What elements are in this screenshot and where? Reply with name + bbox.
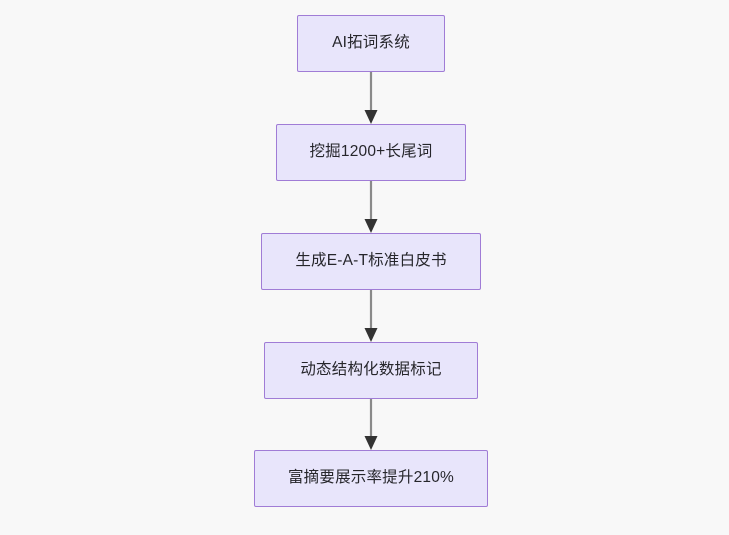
flow-node-rich-snippet-impression-uplift[interactable]: 富摘要展示率提升210% <box>254 450 488 507</box>
flow-node-label: 动态结构化数据标记 <box>300 361 442 379</box>
flow-node-label: 生成E-A-T标准白皮书 <box>295 252 447 270</box>
flow-edge-n2-to-n3 <box>358 181 384 233</box>
flow-node-mine-longtail-keywords[interactable]: 挖掘1200+长尾词 <box>276 124 466 181</box>
flow-node-generate-eat-whitepaper[interactable]: 生成E-A-T标准白皮书 <box>261 233 481 290</box>
flow-node-dynamic-structured-data-markup[interactable]: 动态结构化数据标记 <box>264 342 478 399</box>
flow-node-ai-keyword-system[interactable]: AI拓词系统 <box>297 15 445 72</box>
flow-edge-n3-to-n4 <box>358 290 384 342</box>
flow-edge-n4-to-n5 <box>358 399 384 450</box>
flow-node-label: 挖掘1200+长尾词 <box>309 143 433 161</box>
flow-node-label: AI拓词系统 <box>332 34 410 52</box>
flow-node-label: 富摘要展示率提升210% <box>287 469 455 487</box>
flow-edge-n1-to-n2 <box>358 72 384 124</box>
